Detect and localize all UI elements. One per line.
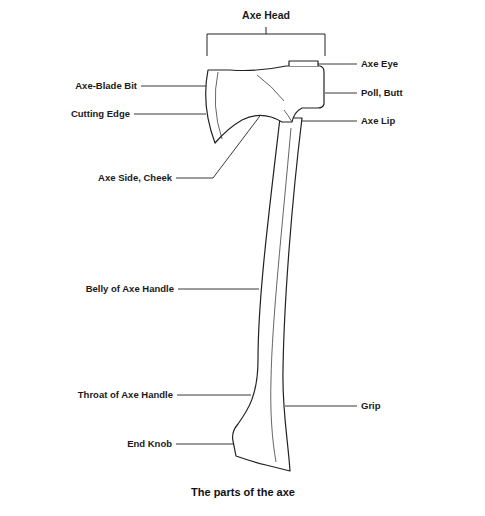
lip-line [284,110,292,122]
leader-line [176,444,234,445]
axe-head [206,61,324,143]
leader-line [325,93,357,94]
leader-line [296,121,357,122]
leader-lines [134,64,357,444]
handle-shading [271,128,291,462]
part-label: Axe Eye [361,59,398,69]
leader-line [177,395,251,396]
part-label: Poll, Butt [361,88,403,98]
leader-line [134,114,206,115]
axe-handle [233,118,302,471]
bracket-tick [266,27,267,34]
group-label: Axe Head [242,10,290,22]
bracket-line [207,34,325,56]
part-label: Axe-Blade Bit [75,81,137,91]
figure-caption: The parts of the axe [191,486,295,498]
part-label: End Knob [127,439,172,449]
head-outline [206,66,324,143]
part-label: Axe Lip [361,116,395,126]
bit-bevel [215,72,222,139]
leader-line [285,406,357,407]
part-label: Throat of Axe Handle [78,390,173,400]
part-label: Grip [361,401,381,411]
head-bracket [207,27,325,56]
handle-outline [233,118,302,471]
leader-line [178,289,259,290]
part-label: Belly of Axe Handle [86,284,174,294]
axe-eye [289,61,318,66]
part-label: Cutting Edge [71,109,130,119]
cheek-line [257,75,284,101]
part-label: Axe Side, Cheek [98,173,172,183]
